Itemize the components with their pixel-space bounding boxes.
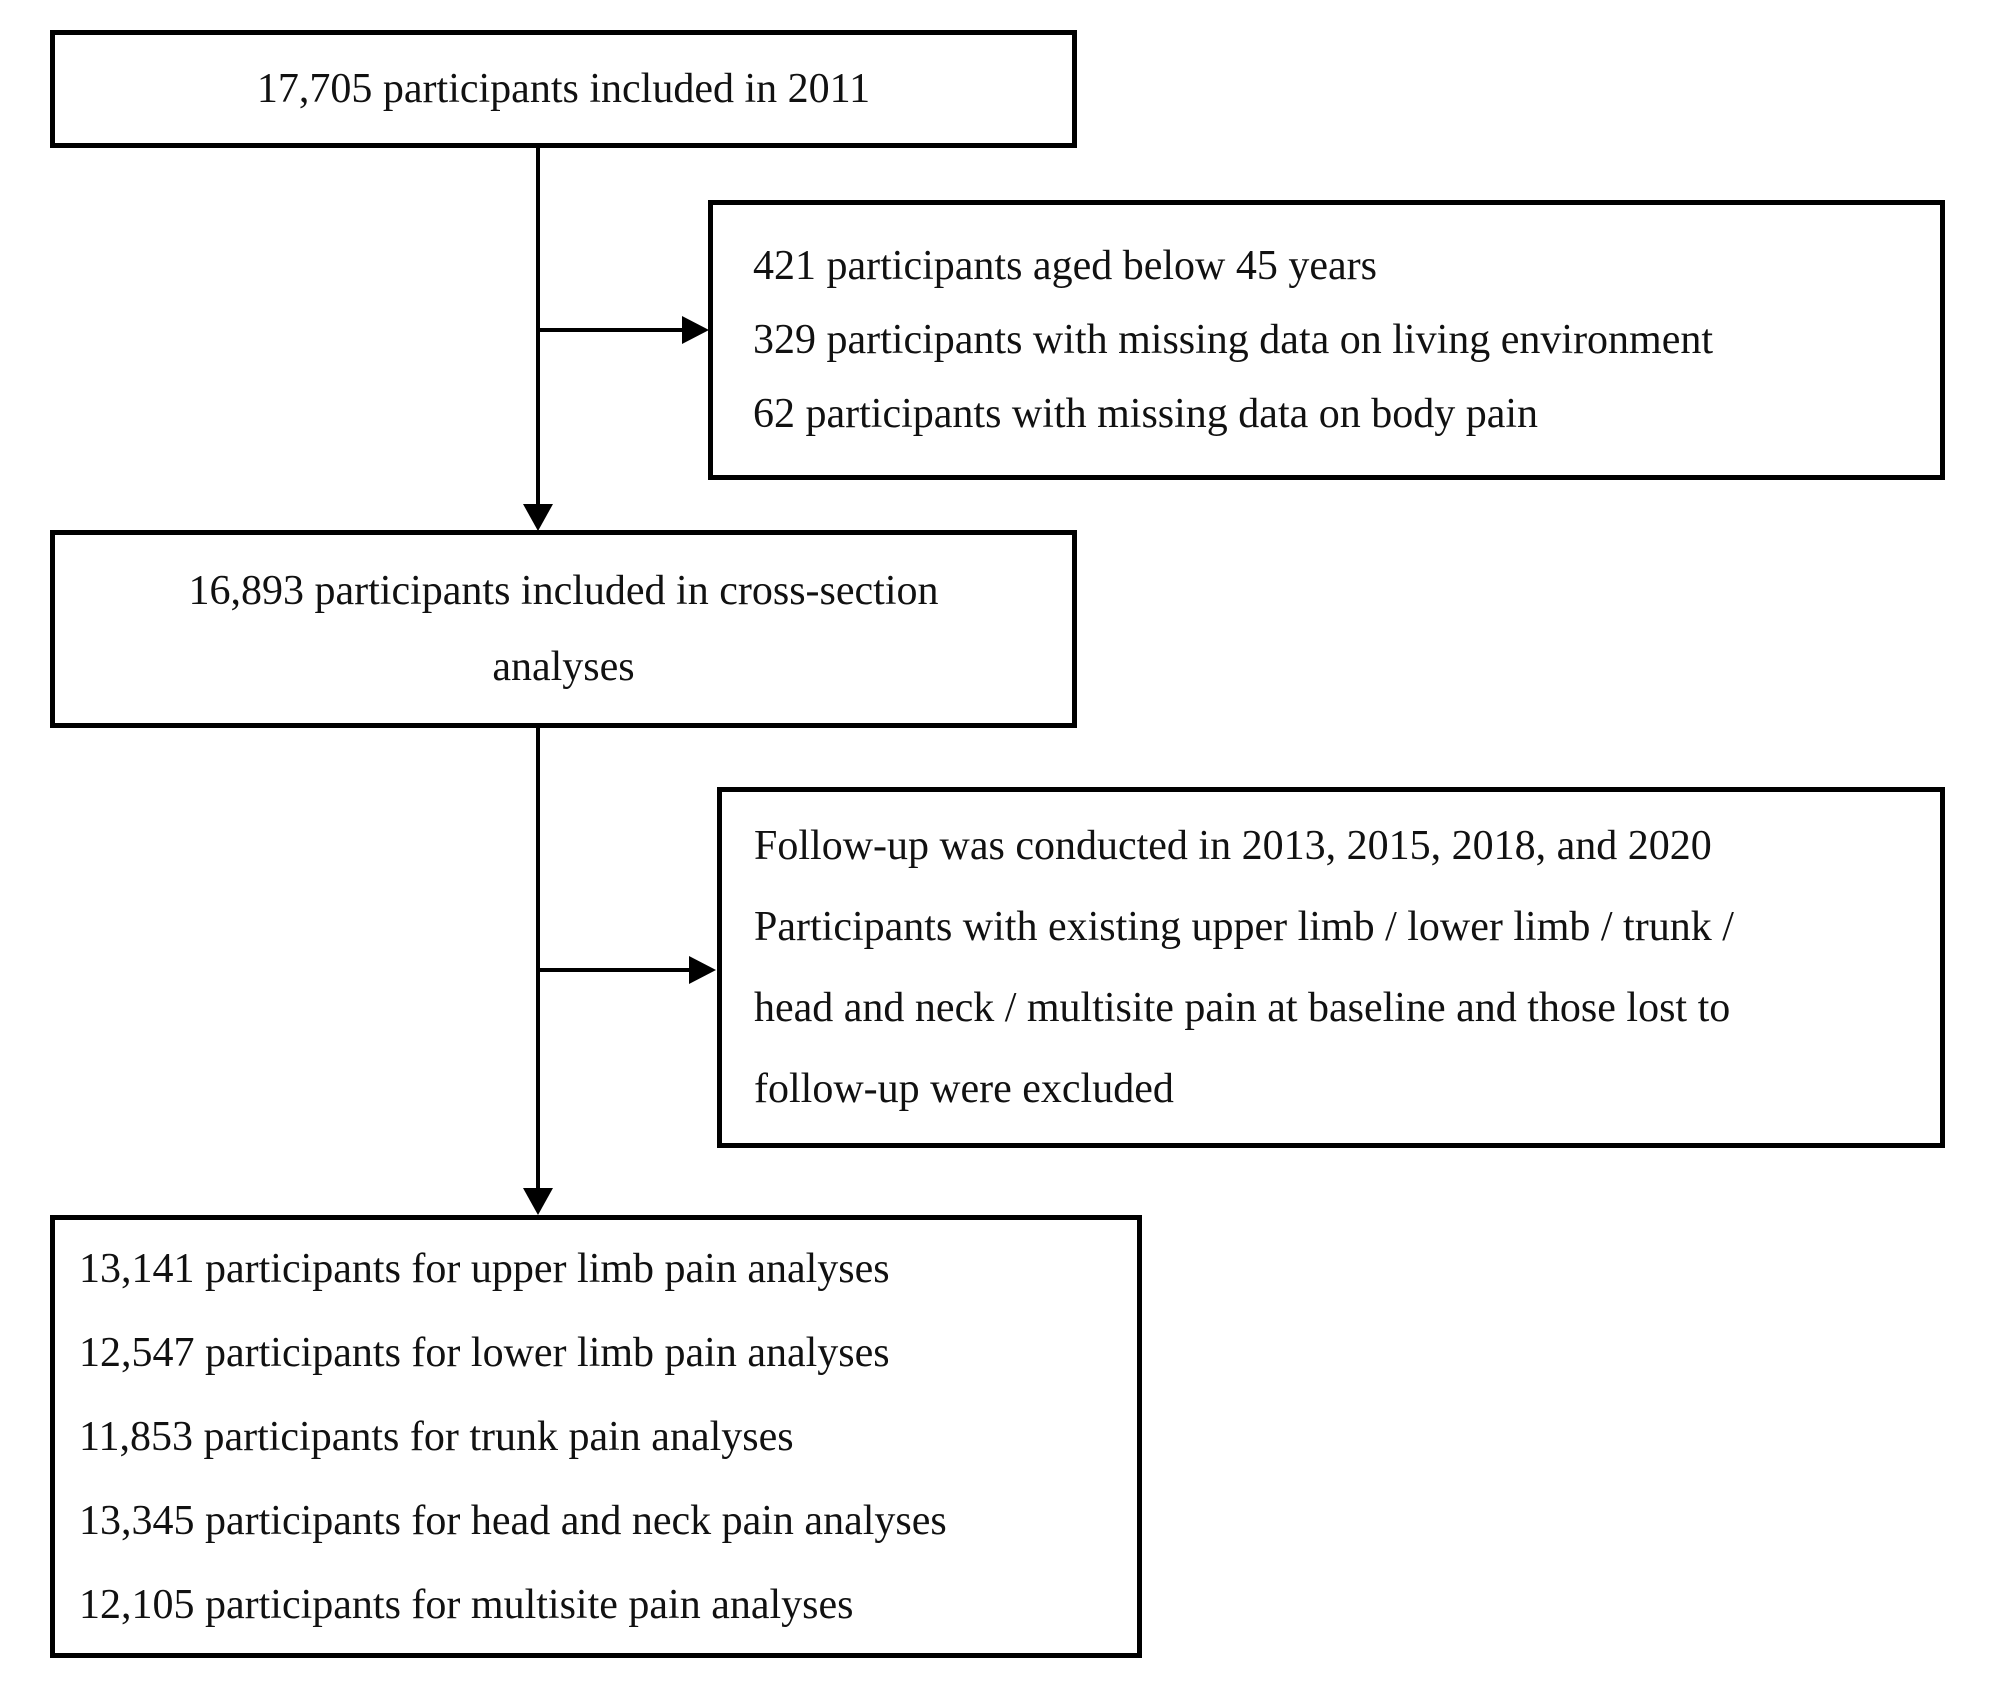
arrowhead-down-icon	[523, 1188, 553, 1215]
outcome-box: 13,141 participants for upper limb pain …	[50, 1215, 1142, 1658]
exclusion-2-line: follow-up were excluded	[754, 1065, 1174, 1112]
arrowhead-right-icon	[682, 316, 709, 344]
arrowhead-down-icon	[523, 504, 553, 531]
arrowhead-right-icon	[689, 956, 716, 984]
exclusion-box-1: 421 participants aged below 45 years 329…	[708, 200, 1945, 480]
outcome-line: 11,853 participants for trunk pain analy…	[79, 1413, 794, 1460]
exclusion-2-line: Follow-up was conducted in 2013, 2015, 2…	[754, 822, 1712, 869]
outcome-line: 12,547 participants for lower limb pain …	[79, 1329, 890, 1376]
start-box: 17,705 participants included in 2011	[50, 30, 1077, 148]
exclusion-1-line: 62 participants with missing data on bod…	[753, 391, 1539, 437]
exclusion-2-line: Participants with existing upper limb / …	[754, 903, 1734, 950]
cross-section-box: 16,893 participants included in cross-se…	[50, 530, 1077, 728]
horizontal-connector-1	[538, 328, 684, 332]
exclusion-box-2: Follow-up was conducted in 2013, 2015, 2…	[717, 787, 1945, 1148]
exclusion-1-line: 421 participants aged below 45 years	[753, 243, 1377, 289]
cross-section-box-text: 16,893 participants included in cross-se…	[188, 568, 939, 614]
horizontal-connector-2	[538, 968, 691, 972]
exclusion-1-line: 329 participants with missing data on li…	[753, 317, 1714, 363]
start-box-text: 17,705 participants included in 2011	[256, 66, 871, 112]
exclusion-2-line: head and neck / multisite pain at baseli…	[754, 984, 1731, 1031]
vertical-connector-2	[536, 728, 540, 1190]
outcome-line: 12,105 participants for multisite pain a…	[79, 1581, 854, 1628]
vertical-connector-1	[536, 148, 540, 506]
outcome-line: 13,141 participants for upper limb pain …	[79, 1245, 890, 1292]
outcome-line: 13,345 participants for head and neck pa…	[79, 1497, 947, 1544]
cross-section-box-text: analyses	[492, 644, 635, 690]
